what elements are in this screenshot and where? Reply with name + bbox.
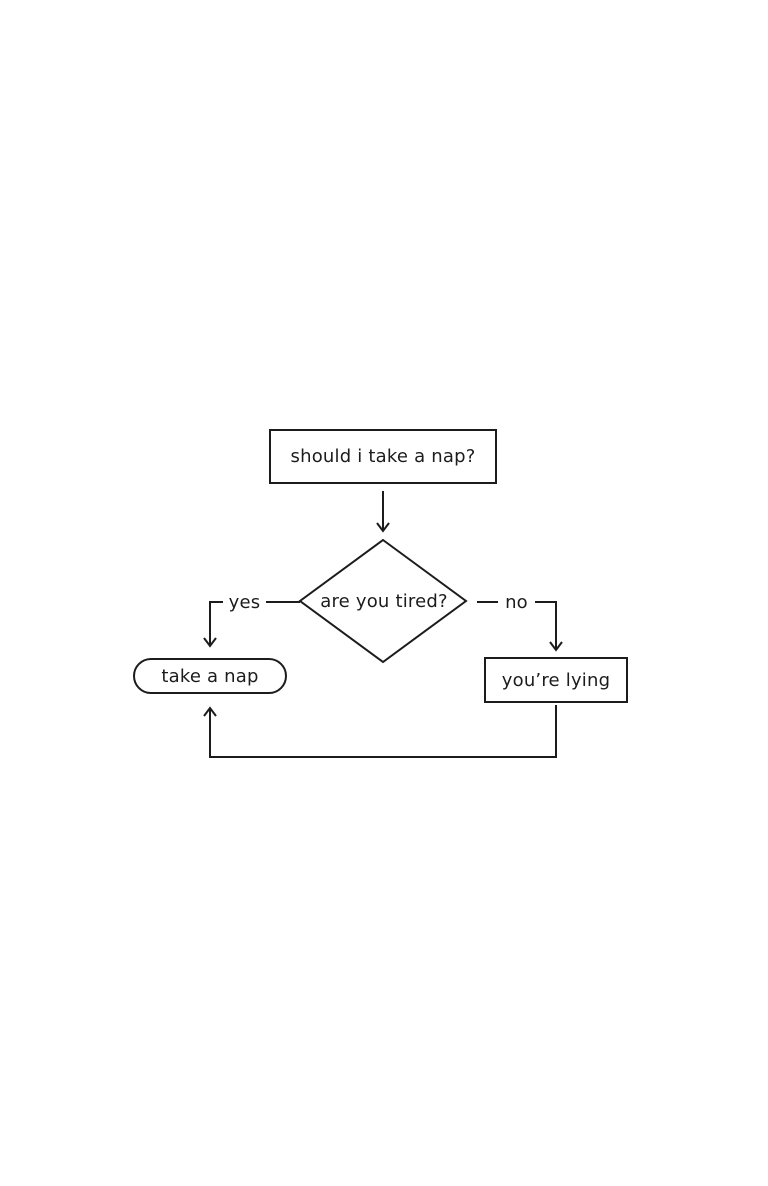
node-take-a-nap: take a nap bbox=[133, 658, 287, 694]
edge-label-yes: yes bbox=[223, 591, 266, 613]
node-start: should i take a nap? bbox=[269, 429, 497, 484]
edge-label-yes-text: yes bbox=[228, 591, 261, 613]
node-youre-lying: you’re lying bbox=[484, 657, 628, 703]
arrowhead-down-icon bbox=[376, 522, 390, 533]
node-youre-lying-label: you’re lying bbox=[501, 669, 611, 691]
decision-diamond-shape bbox=[298, 538, 468, 664]
node-decision: are you tired? bbox=[300, 541, 468, 661]
node-start-label: should i take a nap? bbox=[290, 446, 476, 467]
edge-loop-back bbox=[209, 705, 557, 758]
arrowhead-up-icon bbox=[203, 706, 217, 717]
node-decision-label: are you tired? bbox=[320, 590, 448, 612]
edge-no-elbow bbox=[532, 601, 557, 650]
edge-label-no-text: no bbox=[505, 591, 528, 613]
edge-yes-elbow bbox=[209, 601, 226, 646]
node-take-a-nap-label: take a nap bbox=[161, 665, 259, 687]
edge-label-no: no bbox=[498, 591, 535, 613]
arrowhead-down-icon bbox=[549, 641, 563, 652]
arrowhead-down-icon bbox=[203, 637, 217, 648]
